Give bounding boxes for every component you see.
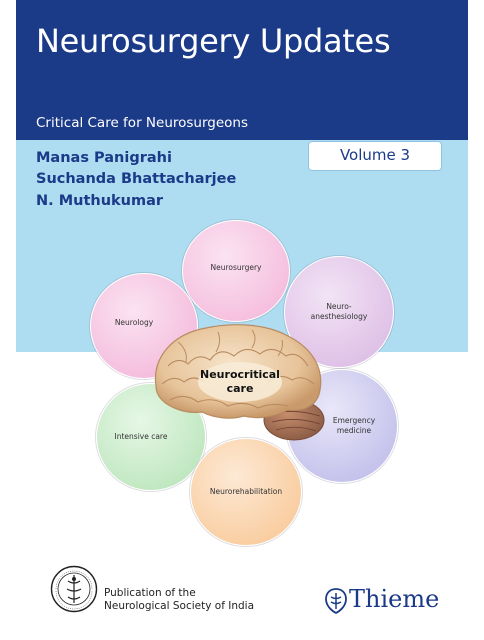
anesthesiology-line-1: Neuro-	[326, 302, 352, 311]
title-banner: Neurosurgery Updates Critical Care for N…	[16, 0, 468, 140]
author-1: Manas Panigrahi	[36, 150, 172, 166]
book-subtitle: Critical Care for Neurosurgeons	[36, 115, 249, 131]
volume-badge: Volume 3	[308, 141, 442, 171]
brain-illustration: Neurocritical care	[154, 324, 325, 441]
publisher-name: Thieme	[349, 585, 440, 613]
emergency-line-2: medicine	[336, 426, 372, 435]
publication-line-2: Neurological Society of India	[104, 600, 254, 612]
center-label-line-1: Neurocritical	[200, 368, 280, 381]
publication-note: Publication of the Neurological Society …	[104, 587, 254, 613]
petal-label-neurorehabilitation: Neurorehabilitation	[209, 487, 283, 496]
petal-label-anesthesiology: Neuro- anesthesiology	[311, 302, 368, 322]
center-label-line-2: care	[227, 382, 254, 395]
author-2: Suchanda Bhattacharjee	[36, 171, 237, 187]
book-title: Neurosurgery Updates	[36, 22, 391, 60]
author-3: N. Muthukumar	[36, 193, 164, 209]
anesthesiology-line-2: anesthesiology	[310, 312, 368, 321]
society-seal-logo	[50, 565, 98, 613]
petal-label-emergency: Emergency medicine	[333, 416, 375, 436]
petal-label-neurosurgery: Neurosurgery	[210, 263, 262, 272]
petal-label-intensive-care: Intensive care	[114, 432, 168, 441]
thieme-emblem-icon	[325, 588, 347, 614]
petal-neurosurgery: Neurosurgery	[182, 220, 290, 322]
petal-neurorehabilitation: Neurorehabilitation	[190, 438, 302, 546]
publication-line-1: Publication of the	[104, 587, 196, 599]
specialty-diagram: Neurosurgery Neurology Neuro- anesthesio…	[16, 0, 468, 640]
emergency-line-1: Emergency	[332, 416, 376, 425]
book-cover: Neurosurgery Updates Critical Care for N…	[16, 0, 468, 640]
petal-label-neurology: Neurology	[114, 318, 154, 327]
